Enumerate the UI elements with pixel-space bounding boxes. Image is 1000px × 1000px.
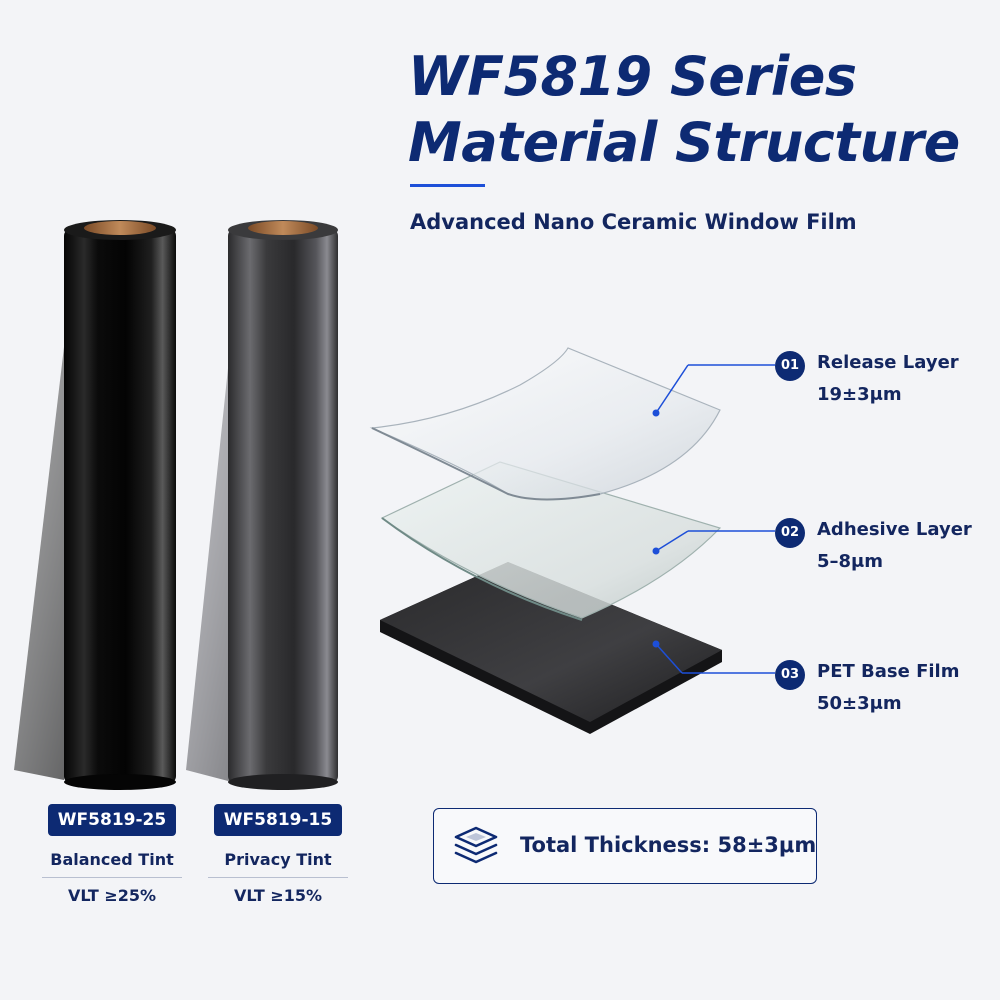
adhesive-layer bbox=[380, 461, 722, 621]
layer-name: Release Layer bbox=[817, 352, 959, 373]
roll-bottom bbox=[64, 774, 176, 790]
roll-wf5819-25 bbox=[14, 220, 176, 790]
layer-number-badge: 02 bbox=[775, 518, 805, 548]
title-underline bbox=[410, 184, 485, 187]
roll-body bbox=[64, 228, 176, 784]
divider bbox=[42, 877, 182, 878]
layer-name: PET Base Film bbox=[817, 661, 960, 682]
product-caption-wf5819-25: WF5819-25 Balanced Tint VLT ≥25% bbox=[42, 804, 182, 905]
layer-number-badge: 01 bbox=[775, 351, 805, 381]
page-title: WF5819 Series Material Structure bbox=[408, 44, 988, 176]
roll-body bbox=[228, 228, 338, 784]
leader-line-02 bbox=[652, 530, 775, 555]
layer-number-badge: 03 bbox=[775, 660, 805, 690]
title-line-1: WF5819 Series bbox=[408, 45, 857, 108]
layer-thickness: 5–8μm bbox=[817, 551, 884, 572]
roll-wf5819-15 bbox=[186, 220, 338, 790]
product-vlt: VLT ≥15% bbox=[233, 886, 323, 905]
product-code-badge: WF5819-15 bbox=[213, 804, 343, 836]
layer-thickness: 19±3μm bbox=[817, 384, 902, 405]
roll-core bbox=[84, 221, 156, 235]
product-tint: Balanced Tint bbox=[50, 850, 174, 869]
leader-line-03 bbox=[652, 640, 775, 674]
layers-stack-icon bbox=[454, 826, 498, 864]
product-code-badge: WF5819-25 bbox=[47, 804, 177, 836]
layer-thickness: 50±3μm bbox=[817, 693, 902, 714]
product-caption-wf5819-15: WF5819-15 Privacy Tint VLT ≥15% bbox=[208, 804, 348, 905]
roll-core bbox=[248, 221, 318, 235]
pet-base-film-layer bbox=[380, 562, 722, 734]
divider bbox=[208, 877, 348, 878]
page-subtitle: Advanced Nano Ceramic Window Film bbox=[410, 210, 857, 234]
layer-name: Adhesive Layer bbox=[817, 519, 972, 540]
title-line-2: Material Structure bbox=[408, 111, 960, 174]
total-thickness-box: Total Thickness: 58±3μm bbox=[433, 808, 817, 884]
total-thickness-text: Total Thickness: 58±3μm bbox=[520, 833, 817, 857]
roll-bottom bbox=[228, 774, 338, 790]
leader-line-01 bbox=[652, 364, 775, 417]
release-layer bbox=[369, 347, 721, 501]
product-vlt: VLT ≥25% bbox=[67, 886, 157, 905]
product-tint: Privacy Tint bbox=[224, 850, 332, 869]
